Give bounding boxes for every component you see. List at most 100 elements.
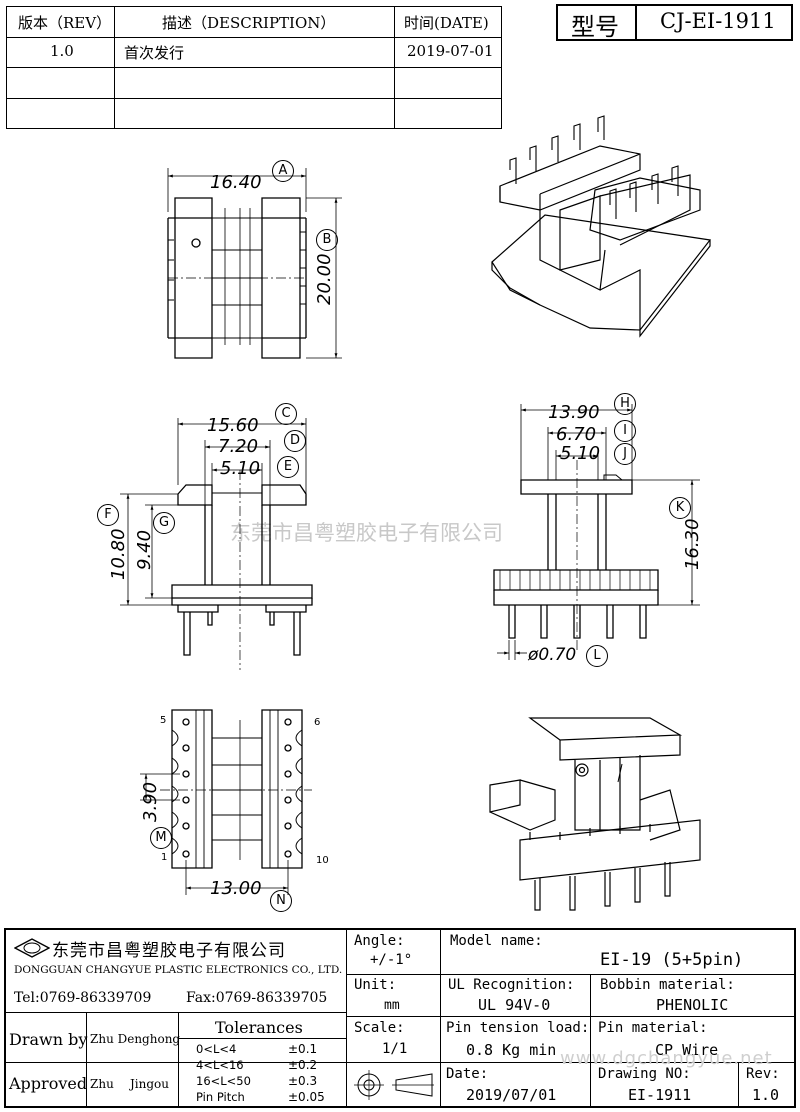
ul-value: UL 94V-0 xyxy=(478,996,551,1014)
company-logo-icon xyxy=(14,938,50,958)
tol-range: 4<L<16 xyxy=(196,1058,244,1072)
dim-g: 9.40 xyxy=(134,530,155,570)
model-value-cell xyxy=(635,4,793,41)
divider xyxy=(86,1012,87,1108)
divider xyxy=(4,1062,346,1063)
model-name-label: Model name: xyxy=(450,933,543,949)
rev-header: 版本（REV） xyxy=(18,14,112,32)
date-value-bottom: 2019/07/01 xyxy=(466,1086,557,1104)
letter-d: D xyxy=(284,430,306,452)
tol-value: ±0.1 xyxy=(288,1042,318,1056)
pin-label-10: 10 xyxy=(316,855,329,866)
rev-label: Rev: xyxy=(746,1066,780,1082)
drawn-by-label: Drawn by xyxy=(9,1030,88,1049)
letter-l: L xyxy=(586,645,608,667)
tolerances-label: Tolerances xyxy=(215,1018,303,1037)
bobbin-label: Bobbin material: xyxy=(600,977,735,993)
dim-m: 3.90 xyxy=(140,782,161,822)
ul-label: UL Recognition: xyxy=(448,977,575,993)
letter-c: C xyxy=(275,403,297,425)
pin-label-6: 6 xyxy=(314,717,320,728)
tol-value: ±0.05 xyxy=(288,1090,325,1104)
pin-tension-value: 0.8 Kg min xyxy=(466,1041,557,1059)
divider xyxy=(346,974,796,975)
letter-j: J xyxy=(614,443,636,465)
dim-k: 16.30 xyxy=(682,518,703,570)
desc-value: 首次发行 xyxy=(124,44,185,62)
tol-range: 16<L<50 xyxy=(196,1074,251,1088)
watermark: 东莞市昌粤塑胶电子有限公司 xyxy=(230,521,503,545)
pin-material-label: Pin material: xyxy=(598,1020,708,1036)
tol-value: ±0.3 xyxy=(288,1074,318,1088)
dim-a: 16.40 xyxy=(210,172,262,193)
empty-cell xyxy=(394,98,502,129)
rev-value-bottom: 1.0 xyxy=(752,1086,780,1104)
date-value: 2019-07-01 xyxy=(407,42,494,60)
dim-i: 6.70 xyxy=(556,424,596,445)
isometric-view-bottom xyxy=(489,717,701,911)
letter-h: H xyxy=(614,393,636,415)
tol-value: ±0.2 xyxy=(288,1058,318,1072)
letter-e: E xyxy=(277,456,299,478)
fax: Fax:0769-86339705 xyxy=(186,990,328,1006)
model-name: EI-19 (5+5pin) xyxy=(600,950,744,970)
letter-i: I xyxy=(614,420,636,442)
dim-d: 7.20 xyxy=(218,436,258,457)
tol-range: Pin Pitch xyxy=(196,1090,245,1104)
tel: Tel:0769-86339709 xyxy=(14,990,152,1006)
letter-k: K xyxy=(669,497,691,519)
dim-h: 13.90 xyxy=(548,402,600,423)
divider xyxy=(346,1016,796,1017)
date-label: Date: xyxy=(446,1066,489,1082)
scale-label: Scale: xyxy=(354,1020,405,1036)
angle-label: Angle: xyxy=(354,933,405,949)
pin-material-value: CP Wire xyxy=(655,1041,719,1059)
dim-e: 5.10 xyxy=(220,458,260,479)
drawn-by: Zhu Denghong xyxy=(90,1032,181,1046)
dim-l: ø0.70 xyxy=(527,645,576,665)
divider xyxy=(178,1012,179,1108)
divider xyxy=(4,1012,346,1013)
projection-symbol-icon xyxy=(354,1070,434,1100)
letter-g: G xyxy=(153,512,175,534)
company-name-cn: 东莞市昌粤塑胶电子有限公司 xyxy=(52,941,286,961)
dim-n: 13.00 xyxy=(210,878,262,899)
unit-label: Unit: xyxy=(354,977,397,993)
letter-a: A xyxy=(272,160,294,182)
divider xyxy=(178,1038,346,1039)
side-view xyxy=(493,404,700,660)
isometric-view-top xyxy=(491,115,712,338)
front-view xyxy=(120,418,313,670)
scale-value: 1/1 xyxy=(382,1041,408,1057)
model-label: 型号 xyxy=(571,13,619,41)
letter-n: N xyxy=(270,890,292,912)
dim-b: 20.00 xyxy=(314,253,335,305)
title-block-frame xyxy=(4,928,796,1108)
technical-drawing: 东莞市昌粤塑胶电子有限公司 16.40 20.00 xyxy=(108,115,712,911)
angle-value: +/-1° xyxy=(370,952,413,968)
dim-c: 15.60 xyxy=(207,415,259,436)
company-name-en: DONGGUAN CHANGYUE PLASTIC ELECTRONICS CO… xyxy=(14,964,343,976)
approved-by-first: Zhu xyxy=(90,1077,114,1091)
divider xyxy=(738,1062,739,1108)
bobbin-value: PHENOLIC xyxy=(656,996,729,1014)
divider xyxy=(590,974,591,1108)
approved-label: Approved xyxy=(9,1074,88,1093)
unit-value: mm xyxy=(384,998,400,1013)
letter-b: B xyxy=(316,229,338,251)
pin-label-1: 1 xyxy=(161,852,167,863)
pin-label-5: 5 xyxy=(160,715,166,726)
dim-j: 5.10 xyxy=(560,443,600,464)
bottom-view xyxy=(140,709,312,895)
tol-range: 0<L<4 xyxy=(196,1042,237,1056)
divider xyxy=(346,928,347,1108)
drawing-no-label: Drawing NO: xyxy=(598,1066,691,1082)
pin-tension-label: Pin tension load: xyxy=(446,1020,590,1036)
top-view xyxy=(167,168,342,359)
model-value: CJ-EI-1911 xyxy=(660,9,776,33)
date-header: 时间(DATE) xyxy=(404,14,489,32)
divider xyxy=(440,928,441,1108)
website-watermark: www.dgchangyue.net xyxy=(560,1048,773,1069)
divider xyxy=(346,1062,796,1063)
letter-m: M xyxy=(150,827,172,849)
